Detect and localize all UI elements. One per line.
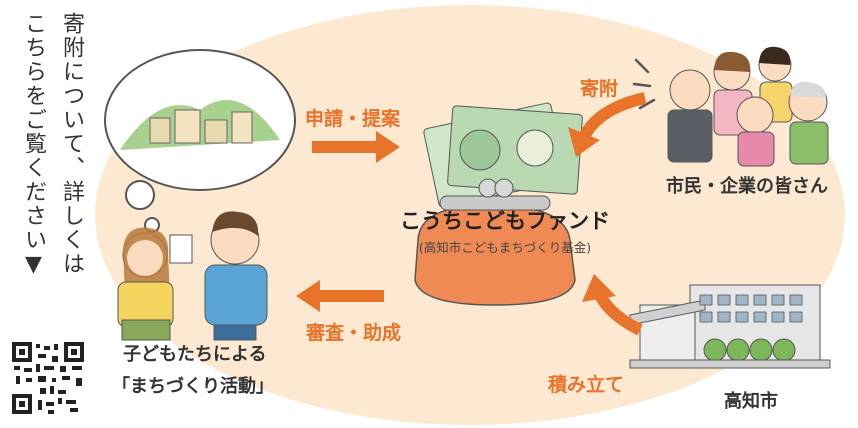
- side-note-line1: 寄附について、詳しくは: [59, 12, 84, 276]
- purse-illustration: [414, 102, 583, 306]
- arrow-donate: [568, 92, 647, 157]
- arrow-label-donate: 寄附: [580, 78, 619, 100]
- fund-title: こうちこどもファンド: [400, 209, 610, 233]
- arrow-accumulate: [582, 274, 643, 336]
- qr-code-icon: [12, 342, 84, 414]
- arrow-apply: [312, 131, 400, 163]
- city-hall-illustration: [629, 284, 831, 369]
- fund-title-block: こうちこどもファンド (高知市こどもまちづくり基金): [400, 205, 610, 256]
- arrow-review: [296, 280, 384, 312]
- arrow-label-accumulate: 積み立て: [548, 374, 625, 396]
- citizens-label: 市民・企業の皆さん: [666, 176, 828, 197]
- kids-label-line1: 子どもたちによる: [123, 344, 267, 365]
- city-label: 高知市: [724, 391, 778, 412]
- arrow-label-apply: 申請・提案: [305, 108, 401, 130]
- kids-label-line2: 「まちづくり活動」: [112, 376, 274, 397]
- side-note-line2: こちらをご覧ください▼: [21, 12, 46, 279]
- kids-illustration: [104, 49, 296, 341]
- citizens-illustration: [632, 46, 829, 167]
- arrow-label-review: 審査・助成: [306, 322, 402, 344]
- fund-subtitle: (高知市こどもまちづくり基金): [418, 240, 592, 255]
